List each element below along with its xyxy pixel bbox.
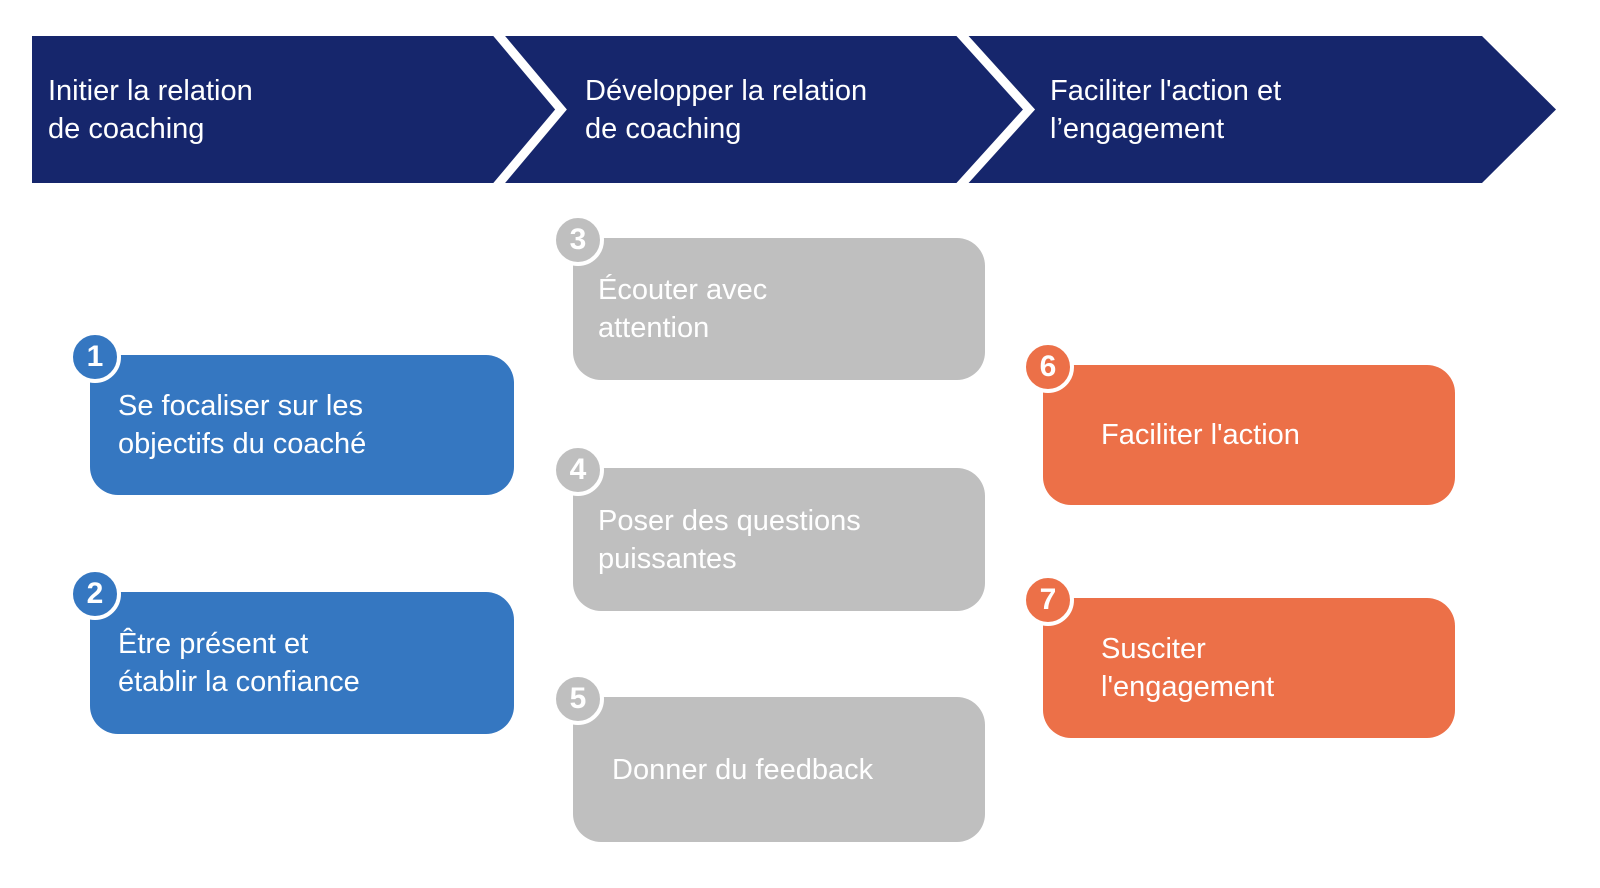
step-label: Écouter avec attention bbox=[598, 274, 768, 344]
phase-label-initier: Initier la relation de coaching bbox=[48, 74, 253, 145]
step-number-badge-1: 1 bbox=[69, 331, 121, 383]
phase-arrow-banner: Initier la relation de coaching Développ… bbox=[32, 36, 1556, 183]
step-number-badge-2: 2 bbox=[69, 568, 121, 620]
step-label: Être présent et établir la confiance bbox=[118, 628, 360, 698]
step-label: Donner du feedback bbox=[612, 753, 874, 786]
chevron-separators bbox=[493, 36, 1036, 183]
step-number-badge-4: 4 bbox=[552, 444, 604, 496]
step-label: Susciter l'engagement bbox=[1101, 633, 1275, 703]
step-label: Se focaliser sur les objectifs du coaché bbox=[118, 390, 367, 460]
step-number-badge-6: 6 bbox=[1022, 341, 1074, 393]
step-number-badge-5: 5 bbox=[552, 673, 604, 725]
step-box-5: 5 Donner du feedback bbox=[552, 673, 985, 842]
step-box-2: 2 Être présent et établir la confiance bbox=[69, 568, 514, 734]
step-number-badge-3: 3 bbox=[552, 214, 604, 266]
step-box-6: 6 Faciliter l'action bbox=[1022, 341, 1455, 505]
arrow-banner-shape bbox=[32, 36, 1556, 183]
step-box-7: 7 Susciter l'engagement bbox=[1022, 574, 1455, 738]
step-box-4: 4 Poser des questions puissantes bbox=[552, 444, 985, 611]
step-label: Faciliter l'action bbox=[1101, 419, 1300, 451]
phase-label-developper: Développer la relation de coaching bbox=[585, 74, 868, 145]
step-label: Poser des questions puissantes bbox=[598, 504, 861, 575]
step-number-badge-7: 7 bbox=[1022, 574, 1074, 626]
chevron-separator-icon bbox=[493, 36, 567, 183]
chevron-separator-icon bbox=[956, 36, 1036, 183]
step-box-1: 1 Se focaliser sur les objectifs du coac… bbox=[69, 331, 514, 495]
step-box-3: 3 Écouter avec attention bbox=[552, 214, 985, 380]
phase-label-faciliter: Faciliter l'action et l’engagement bbox=[1050, 74, 1282, 145]
